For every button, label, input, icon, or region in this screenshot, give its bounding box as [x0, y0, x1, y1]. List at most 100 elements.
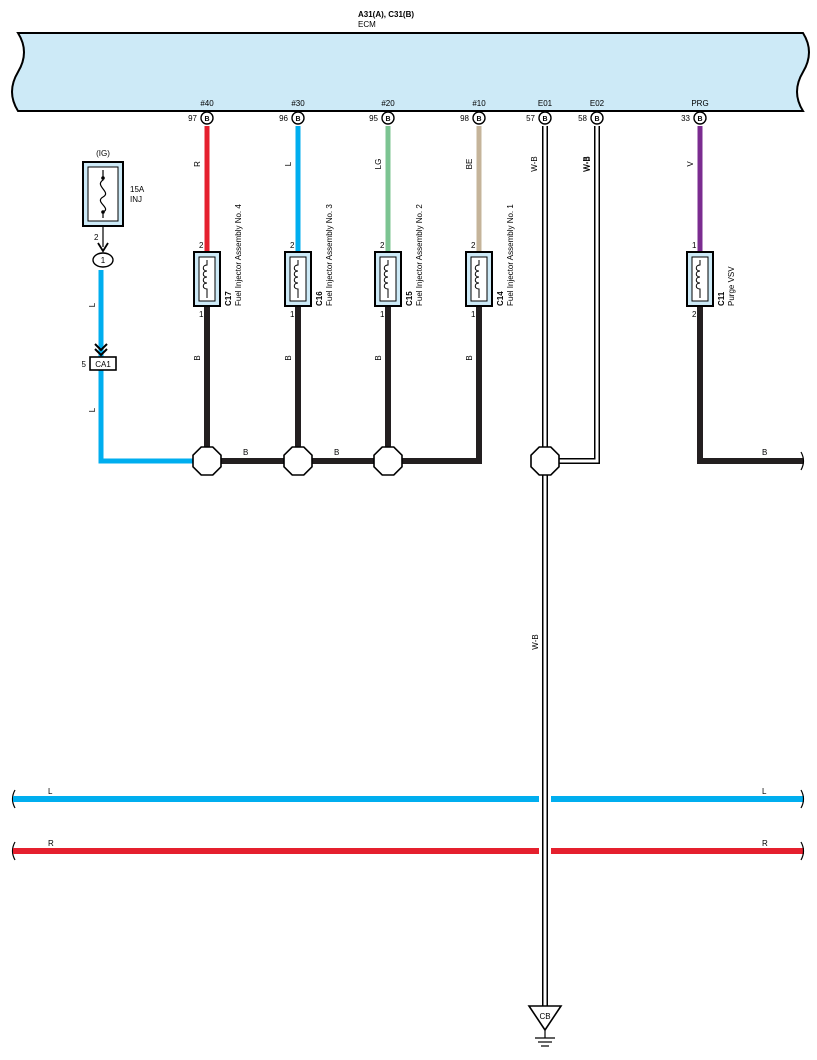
connector-ca1: CA1 5 L — [82, 343, 117, 412]
injector-c16-pin-bottom: 1 — [290, 310, 295, 319]
ecm-pin-95-color: LG — [374, 159, 383, 170]
signal-wires — [204, 126, 703, 252]
ecm-pin-95-number: 95 — [369, 114, 378, 123]
bus-1-label: B — [243, 448, 248, 457]
injector-c15-id: C15 — [405, 291, 414, 306]
ecm-pin-57-number: 57 — [526, 114, 535, 123]
injector-c15: 2 1 C15 Fuel Injector Assembly No. 2 B — [374, 204, 424, 361]
injector-c14-id: C14 — [496, 291, 505, 306]
fuse-pin-label: 2 — [94, 233, 99, 242]
splice-points — [192, 446, 560, 476]
ecm-pin-57-side: B — [542, 116, 547, 123]
bus-2-label: B — [334, 448, 339, 457]
ground-cb: CB — [527, 1005, 563, 1047]
injector-c17: 2 1 C17 Fuel Injector Assembly No. 4 B — [193, 204, 243, 361]
purge-vsv-pin-bottom: 2 — [692, 310, 697, 319]
ecm-pin-58-color: W-B — [582, 156, 591, 171]
bus-r-left-end — [11, 841, 16, 861]
feed-lower-label: L — [88, 407, 97, 412]
injector-c17-id: C17 — [224, 291, 233, 306]
fuse-arrow-icon — [97, 242, 109, 253]
wire-b-c14 — [402, 306, 482, 464]
fuse-terminal-label: 1 — [101, 256, 106, 265]
bus-l-right-end — [800, 789, 805, 809]
injector-c14: 2 1 C14 Fuel Injector Assembly No. 1 B — [465, 204, 515, 361]
ecm-pin-96: B 96 #30 L — [279, 99, 305, 166]
ecm-pin-58: B 58 E02 W-B — [578, 99, 605, 172]
ecm-block: A31(A), C31(B) ECM — [11, 10, 810, 112]
e01-wb-lower-label: W-B — [531, 634, 540, 649]
splice-c16 — [283, 446, 313, 476]
ecm-pin-95-signal: #20 — [381, 99, 395, 108]
injector-c17-ground-label: B — [193, 355, 202, 360]
splice-c15 — [373, 446, 403, 476]
horizontal-bus-lines: L L R R — [11, 451, 805, 861]
injector-c16-name: Fuel Injector Assembly No. 3 — [325, 204, 334, 306]
bus-l-left-end — [11, 789, 16, 809]
purge-vsv-c11: 1 2 C11 Purge VSV — [686, 241, 736, 319]
bus-r-label-left: R — [48, 839, 54, 848]
ecm-pin-96-signal: #30 — [291, 99, 305, 108]
ecm-pin-33-terminal — [693, 111, 707, 125]
ecm-pin-58-terminal — [590, 111, 604, 125]
ecm-pin-33-color: V — [686, 161, 695, 167]
injector-c15-pin-bottom: 1 — [380, 310, 385, 319]
fuse-name: INJ — [130, 195, 142, 204]
purge-vsv-name: Purge VSV — [727, 266, 736, 306]
ca1-chevron-icon-1 — [94, 343, 108, 352]
injector-c15-ground-label: B — [374, 355, 383, 360]
fuse-terminal-oval — [92, 252, 114, 268]
injector-c14-pin-bottom: 1 — [471, 310, 476, 319]
ecm-pin-95-terminal — [381, 111, 395, 125]
ecm-pin-97-terminal — [200, 111, 214, 125]
fuse-element-dot-bottom — [101, 210, 105, 214]
injector-c14-ground-label: B — [465, 355, 474, 360]
ca1-label: CA1 — [95, 360, 111, 369]
ecm-pin-57-color: W-B — [530, 156, 539, 171]
purge-b-right-end — [800, 451, 805, 471]
ground-cb-triangle — [527, 1005, 563, 1032]
coil-icon — [202, 260, 208, 298]
ecm-pin-97-side: B — [204, 116, 209, 123]
ecm-pin-58-signal: E02 — [590, 99, 605, 108]
ecm-pin-98: B 98 #10 BE — [460, 99, 486, 169]
wire-b-purge — [697, 306, 803, 464]
ecm-pin-57: B 57 E01 W-B — [526, 99, 553, 172]
wire-wb-e02-outer — [558, 126, 600, 464]
ecm-pin-97-color: R — [193, 161, 202, 167]
ecm-pin-96-terminal — [291, 111, 305, 125]
ecm-pin-57-terminal — [538, 111, 552, 125]
coil-icon — [695, 260, 701, 298]
ecm-pin-58-number: 58 — [578, 114, 587, 123]
injector-c14-pin-top: 2 — [471, 241, 476, 250]
purge-out-label: B — [762, 448, 767, 457]
fuse-inj: (IG) 15A INJ 2 1 L — [82, 149, 145, 307]
purge-vsv-pin-top: 1 — [692, 241, 697, 250]
ecm-pin-97: B 97 #40 R — [188, 99, 214, 167]
ecm-pin-97-number: 97 — [188, 114, 197, 123]
injector-c16-pin-top: 2 — [290, 241, 295, 250]
bus-l-label-right: L — [762, 787, 767, 796]
injector-c17-pin-top: 2 — [199, 241, 204, 250]
fuse-rating: 15A — [130, 185, 145, 194]
injector-c15-name: Fuel Injector Assembly No. 2 — [415, 204, 424, 306]
wire-wb-e02-inner — [558, 126, 599, 463]
ecm-pin-57-signal: E01 — [538, 99, 553, 108]
ecm-name-label: ECM — [358, 20, 376, 29]
ecm-pin-98-number: 98 — [460, 114, 469, 123]
injector-c16-ground-label: B — [284, 355, 293, 360]
ecm-pin-96-color: L — [284, 161, 293, 166]
components: 2 1 C17 Fuel Injector Assembly No. 4 B 2… — [193, 204, 736, 361]
fuse-supply-label: (IG) — [96, 149, 110, 158]
ecm-pin-95: B 95 #20 LG — [369, 99, 395, 169]
ecm-pin-98-signal: #10 — [472, 99, 486, 108]
e02-wb-label: W-B — [583, 156, 592, 171]
ecm-pins: B 97 #40 R B 96 #30 L B 95 #20 LG B 98 #… — [188, 99, 709, 172]
ca1-chevron-icon-2 — [94, 348, 108, 357]
injector-c17-pin-bottom: 1 — [199, 310, 204, 319]
ecm-pin-33-signal: PRG — [691, 99, 708, 108]
ecm-body — [11, 32, 810, 112]
ecm-pin-97-signal: #40 — [200, 99, 214, 108]
ecm-pin-98-color: BE — [465, 159, 474, 170]
